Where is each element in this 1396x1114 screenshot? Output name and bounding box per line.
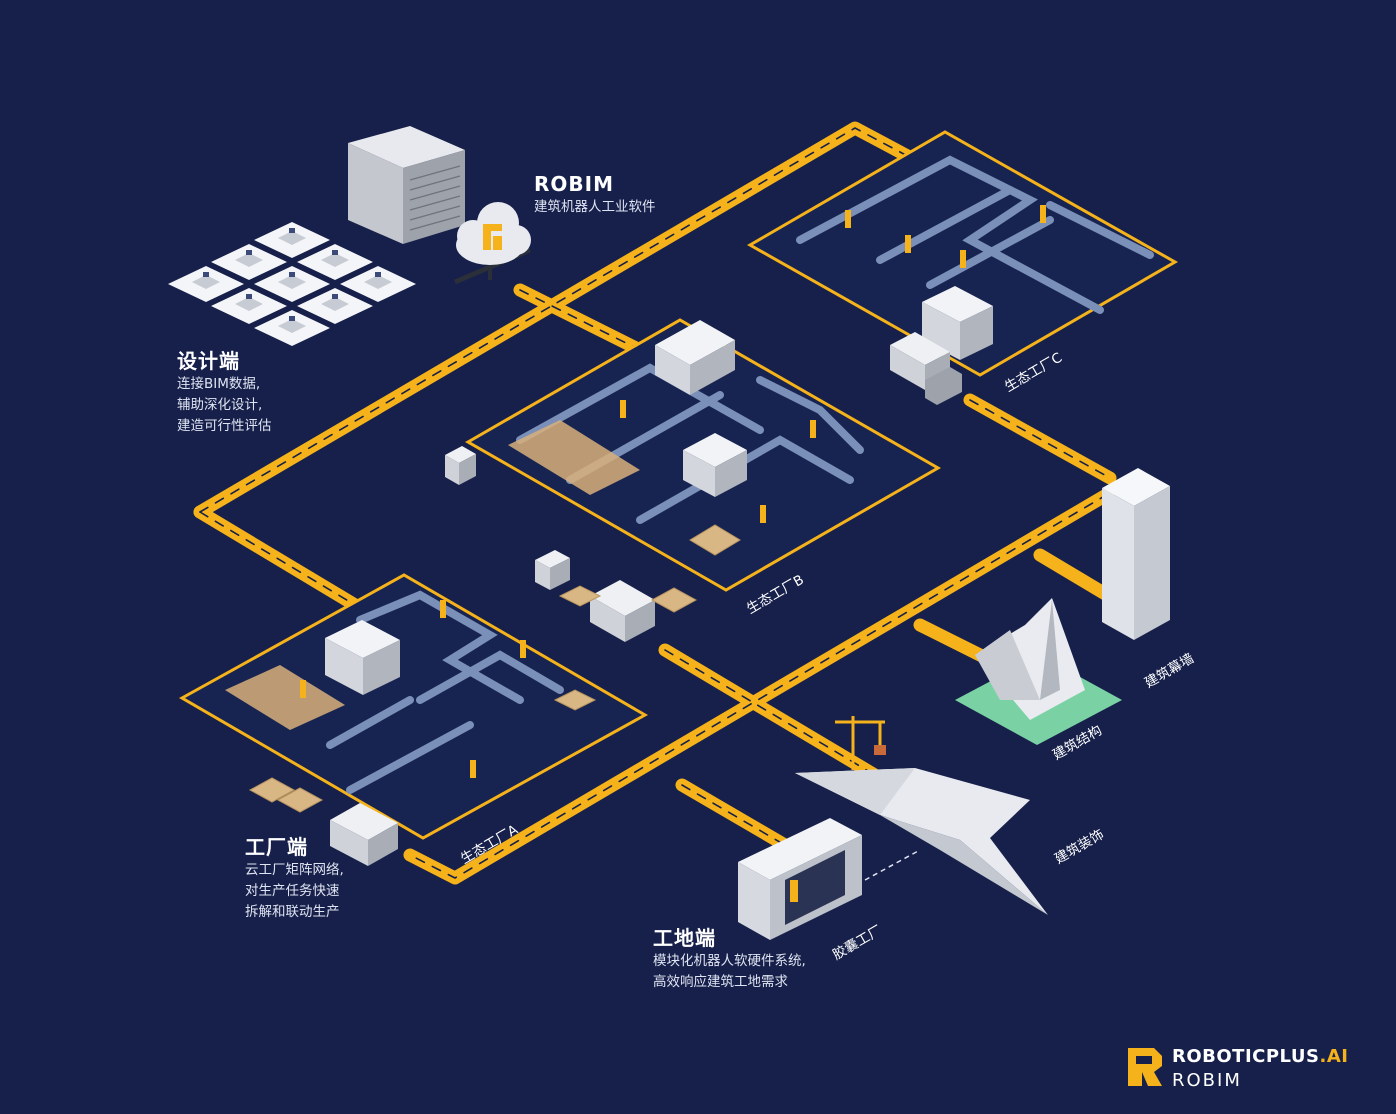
decoration-building [795,768,1048,915]
factory-end-line: 对生产任务快速 [245,883,340,899]
robot-arm-icon [790,880,798,902]
design-end-block: 设计端 连接BIM数据, 辅助深化设计, 建造可行性评估 [177,348,272,437]
machine-b-center [683,433,747,497]
design-end-line: 连接BIM数据, [177,376,261,392]
design-end-line: 建造可行性评估 [177,418,272,434]
robotic-plus-logo-icon [1128,1048,1162,1086]
workstation-desk [321,253,349,267]
workstation-desk [235,253,263,267]
brand-name-main: ROBOTICPLUS [1172,1046,1320,1067]
site-end-line: 模块化机器人软硬件系统, [653,953,806,969]
workstation-desk [235,297,263,311]
robim-block: ROBIM 建筑机器人工业软件 [534,171,656,218]
truck-b [590,580,655,642]
workstation-monitor [332,250,338,255]
server-rack-icon [348,126,465,244]
brand-sub: ROBIM [1172,1070,1242,1091]
forklift-icon [445,446,570,590]
workstation-monitor [375,272,381,277]
factory-end-block: 工厂端 云工厂矩阵网络, 对生产任务快速 拆解和联动生产 [245,834,344,923]
cloud-robim-icon [454,202,531,285]
workstation-monitor [289,316,295,321]
workstation-monitor [289,272,295,277]
truck-a [330,803,398,866]
factory-end-line: 云工厂矩阵网络, [245,862,344,878]
workstation-desk [192,275,220,289]
structure-building [955,598,1122,745]
machine-c [922,286,993,360]
workstation-monitor [203,272,209,277]
cargo-boxes [248,524,741,813]
workstation-desk [321,297,349,311]
workstation-desk [364,275,392,289]
design-end-title: 设计端 [177,349,240,373]
factory-end-title: 工厂端 [245,835,308,859]
crane-icon [835,716,886,770]
machine-units [325,286,993,695]
robim-title: ROBIM [534,172,614,196]
workstation-desk [278,231,306,245]
factory-c-panel [746,130,1179,377]
brand-name-suffix: .AI [1319,1046,1349,1067]
workstation-monitor [246,294,252,299]
site-end-title: 工地端 [653,926,716,950]
workstation-desk [278,319,306,333]
design-end-line: 辅助深化设计, [177,397,263,413]
machine-a [325,620,400,695]
workstation-desk [278,275,306,289]
workstation-monitor [332,294,338,299]
machine-b-top [655,320,735,395]
truck-icon [330,332,962,866]
network-roads [193,121,1119,885]
truck-c [890,332,962,405]
workstation-grid-icon [168,222,416,346]
workstation-monitor [289,228,295,233]
factory-end-line: 拆解和联动生产 [245,904,340,920]
site-end-block: 工地端 模块化机器人软硬件系统, 高效响应建筑工地需求 [653,925,806,993]
factory-a-panel [178,573,649,840]
curtain-wall-tower [1102,468,1170,640]
robim-desc: 建筑机器人工业软件 [534,199,656,215]
brand-name: ROBOTICPLUS.AI [1172,1046,1348,1067]
capsule-factory-building [738,818,921,940]
site-end-line: 高效响应建筑工地需求 [653,974,788,990]
workstation-monitor [246,250,252,255]
